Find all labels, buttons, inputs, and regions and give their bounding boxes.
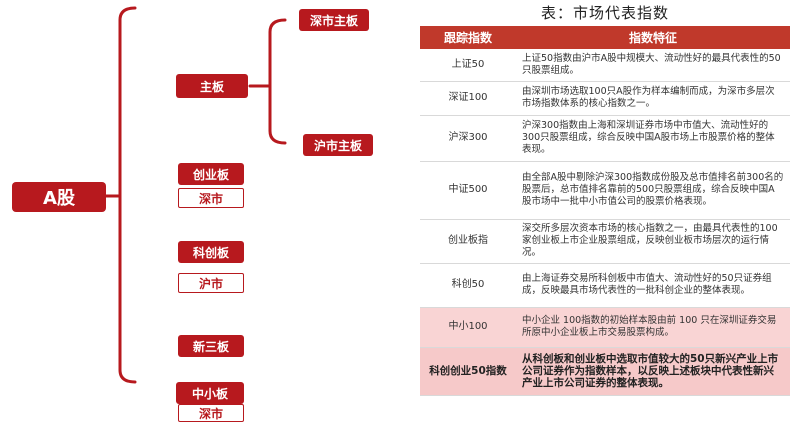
- star-market-exchange-node: 沪市: [178, 273, 244, 293]
- index-name: 中小100: [420, 307, 516, 348]
- index-name: 深证100: [420, 81, 516, 116]
- table-row: 创业板指 深交所多层次资本市场的核心指数之一，由最具代表性的100家创业板上市企…: [420, 219, 790, 264]
- header-feature: 指数特征: [516, 26, 790, 49]
- sh-main-board-node: 沪市主板: [303, 134, 373, 156]
- neeq-node: 新三板: [178, 335, 244, 357]
- table-row: 上证50 上证50指数由沪市A股中规模大、流动性好的最具代表性的50只股票组成。: [420, 49, 790, 82]
- index-desc: 中小企业 100指数的初始样本股由前 100 只在深圳证券交易所原中小企业板上市…: [516, 307, 790, 348]
- star-market-node: 科创板: [178, 241, 244, 263]
- sz-main-board-node: 深市主板: [299, 9, 369, 31]
- sme-market-node: 深市: [178, 404, 244, 422]
- index-desc: 由深圳市场选取100只A股作为样本编制而成，为深市多层次市场指数体系的核心指数之…: [516, 81, 790, 116]
- table-header-row: 跟踪指数 指数特征: [420, 26, 790, 49]
- index-desc: 上证50指数由沪市A股中规模大、流动性好的最具代表性的50只股票组成。: [516, 49, 790, 82]
- index-desc: 深交所多层次资本市场的核心指数之一，由最具代表性的100家创业板上市企业股票组成…: [516, 219, 790, 264]
- index-name: 科创50: [420, 263, 516, 308]
- root-bracket: [118, 6, 137, 384]
- table-row: 沪深300 沪深300指数由上海和深圳证券市场中市值大、流动性好的300只股票组…: [420, 115, 790, 162]
- header-index: 跟踪指数: [420, 26, 516, 49]
- table-row: 科创50 由上海证券交易所科创板中市值大、流动性好的50只证券组成，反映最具市场…: [420, 263, 790, 308]
- index-desc: 沪深300指数由上海和深圳证券市场中市值大、流动性好的300只股票组成，综合反映…: [516, 115, 790, 162]
- sme-board-node: 中小板: [176, 382, 244, 404]
- main-board-node: 主板: [176, 74, 248, 98]
- table-row: 深证100 由深圳市场选取100只A股作为样本编制而成，为深市多层次市场指数体系…: [420, 81, 790, 116]
- index-desc: 由全部A股中剔除沪深300指数成份股及总市值排名前300名的股票后，总市值排名靠…: [516, 161, 790, 220]
- main-board-bracket: [268, 18, 287, 145]
- index-desc: 由上海证券交易所科创板中市值大、流动性好的50只证券组成，反映最具市场代表性的一…: [516, 263, 790, 308]
- index-name: 中证500: [420, 161, 516, 220]
- index-table: 跟踪指数 指数特征 上证50 上证50指数由沪市A股中规模大、流动性好的最具代表…: [420, 26, 790, 396]
- table-row: 中证500 由全部A股中剔除沪深300指数成份股及总市值排名前300名的股票后，…: [420, 161, 790, 220]
- index-name: 科创创业50指数: [420, 347, 516, 396]
- index-name: 沪深300: [420, 115, 516, 162]
- table-title: 表：市场代表指数: [540, 4, 669, 22]
- index-name: 创业板指: [420, 219, 516, 264]
- chinext-market-node: 深市: [178, 188, 244, 208]
- index-name: 上证50: [420, 49, 516, 82]
- table-row: 科创创业50指数 从科创板和创业板中选取市值较大的50只新兴产业上市公司证券作为…: [420, 347, 790, 396]
- index-desc: 从科创板和创业板中选取市值较大的50只新兴产业上市公司证券作为指数样本，以反映上…: [516, 347, 790, 396]
- root-node-a-share: A股: [12, 182, 106, 212]
- chinext-node: 创业板: [178, 163, 244, 185]
- table-row: 中小100 中小企业 100指数的初始样本股由前 100 只在深圳证券交易所原中…: [420, 307, 790, 348]
